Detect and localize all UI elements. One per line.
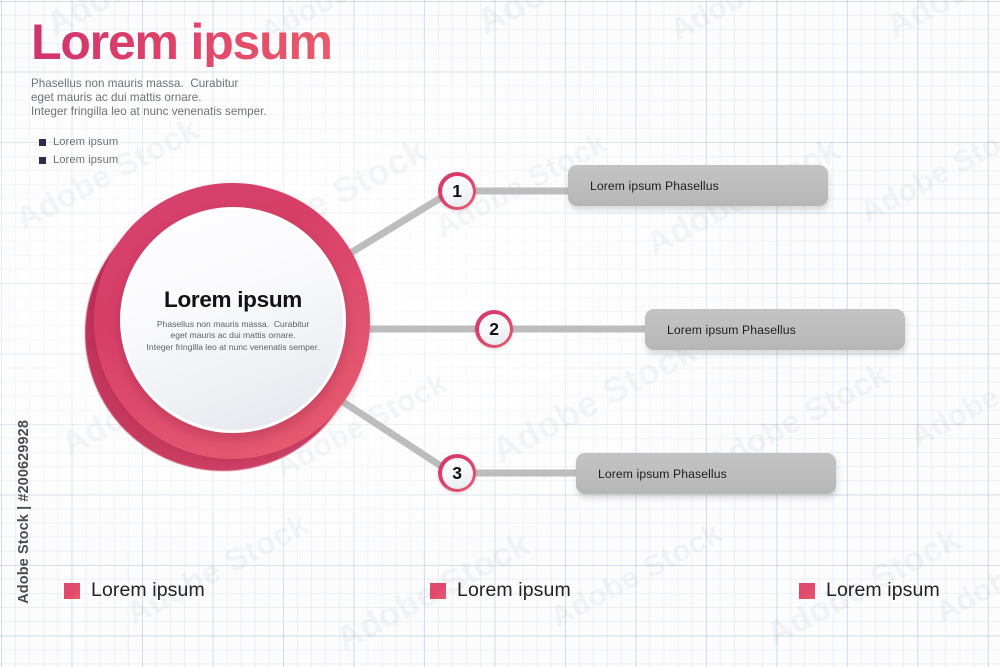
hub-body: Phasellus non mauris massa. Curabitur eg… — [131, 319, 336, 352]
hub-body-line-3: Integer fringilla leo at nunc venenatis … — [146, 341, 320, 352]
square-bullet-icon — [39, 156, 46, 164]
legend-label-2: Lorem ipsum — [457, 579, 571, 601]
page-title: Lorem ipsum — [31, 14, 333, 70]
list-item: Lorem ipsum — [39, 151, 118, 169]
legend-item-3[interactable]: Lorem ipsum — [799, 579, 940, 602]
step-label-box-1[interactable]: Lorem ipsum Phasellus — [568, 165, 828, 206]
step-marker-2-number: 2 — [478, 313, 510, 345]
step-marker-2[interactable]: 2 — [475, 310, 513, 348]
legend-label-1: Lorem ipsum — [91, 579, 205, 601]
step-marker-1[interactable]: 1 — [438, 172, 476, 210]
hub-body-line-2: eget mauris ac dui mattis ornare. — [170, 330, 296, 341]
legend-item-1[interactable]: Lorem ipsum — [64, 579, 205, 602]
legend-swatch-icon — [430, 582, 446, 599]
step-label-3: Lorem ipsum Phasellus — [598, 466, 727, 481]
page-subtitle: Phasellus non mauris massa. Curabitur eg… — [31, 77, 451, 119]
connector-line-3-diagonal — [329, 391, 449, 473]
subtitle-line-2: eget mauris ac dui mattis ornare. — [31, 90, 202, 104]
step-marker-3[interactable]: 3 — [438, 454, 476, 492]
legend-swatch-icon — [799, 582, 815, 599]
header-bullet-list: Lorem ipsum Lorem ipsum — [39, 133, 118, 169]
square-bullet-icon — [39, 138, 46, 146]
hub-disc: Lorem ipsum Phasellus non mauris massa. … — [120, 207, 346, 433]
step-label-box-3[interactable]: Lorem ipsum Phasellus — [576, 453, 836, 494]
step-label-1: Lorem ipsum Phasellus — [590, 178, 719, 193]
legend-item-2[interactable]: Lorem ipsum — [430, 579, 571, 602]
step-label-box-2[interactable]: Lorem ipsum Phasellus — [645, 309, 905, 350]
central-hub: Lorem ipsum Phasellus non mauris massa. … — [82, 181, 370, 471]
step-label-2: Lorem ipsum Phasellus — [667, 322, 796, 337]
step-marker-1-number: 1 — [441, 175, 473, 207]
hub-title: Lorem ipsum — [164, 287, 302, 313]
subtitle-line-1: Phasellus non mauris massa. Curabitur — [31, 77, 239, 90]
bullet-label: Lorem ipsum — [53, 136, 119, 148]
legend-swatch-icon — [64, 582, 80, 599]
step-marker-3-number: 3 — [441, 457, 473, 489]
list-item: Lorem ipsum — [39, 133, 118, 151]
bullet-label: Lorem ipsum — [53, 154, 119, 166]
subtitle-line-3: Integer fringilla leo at nunc venenatis … — [31, 104, 267, 118]
hub-body-line-1: Phasellus non mauris massa. Curabitur — [156, 319, 310, 330]
legend-label-3: Lorem ipsum — [826, 579, 940, 601]
